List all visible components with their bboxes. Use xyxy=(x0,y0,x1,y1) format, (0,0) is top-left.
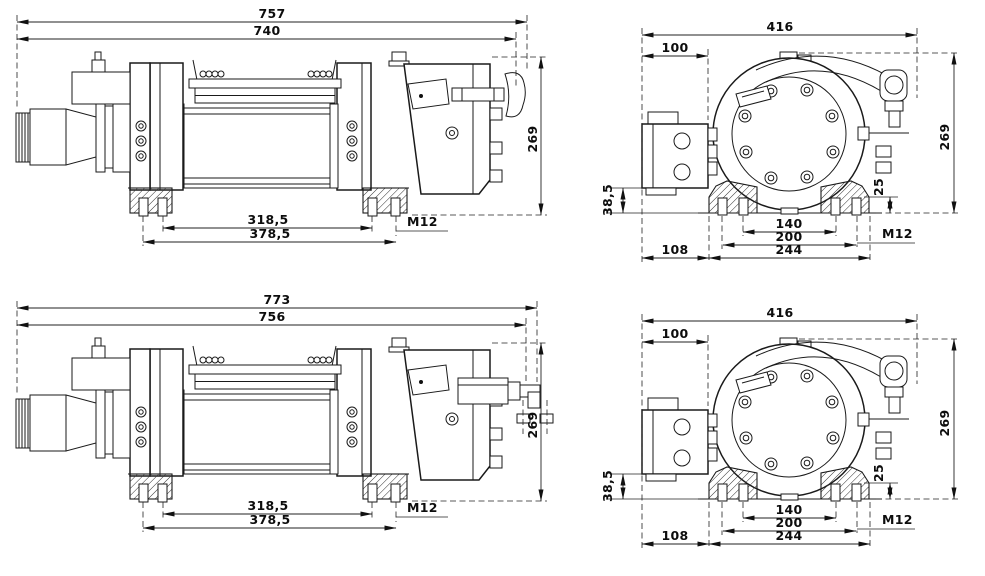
winch-front-drawing xyxy=(641,337,910,502)
dim-label-bolt-thread: M12 xyxy=(882,512,913,527)
dim-label-motor-offset: 108 xyxy=(662,242,689,257)
dim-label-motor-width: 100 xyxy=(662,40,689,55)
dim-label-base-height: 38,5 xyxy=(600,470,615,502)
dim-label-height: 269 xyxy=(937,410,952,437)
dim-label-motor-offset: 108 xyxy=(662,528,689,543)
dim-label-bolt-thread: M12 xyxy=(407,500,438,515)
dim-label-bolt-spacing-inner: 318,5 xyxy=(247,212,288,227)
dim-label-bolt-spacing-inner: 318,5 xyxy=(247,498,288,513)
dim-label-overall-width: 416 xyxy=(767,305,794,320)
dim-label-bolt-spacing-outer: 244 xyxy=(776,528,803,543)
dim-label-bolt-thread: M12 xyxy=(407,214,438,229)
dim-label-overall-length: 757 xyxy=(259,6,286,21)
dim-label-bolt-spacing-mid: 200 xyxy=(776,515,803,530)
dim-label-bolt-spacing-outer: 244 xyxy=(776,242,803,257)
winch-side-drawing xyxy=(15,337,503,503)
dim-label-height: 269 xyxy=(937,124,952,151)
dim-label-height: 269 xyxy=(525,412,540,439)
dim-label-bolt-spacing-inner: 140 xyxy=(776,502,803,517)
dim-label-body-length: 756 xyxy=(259,309,286,324)
dim-label-foot-height: 25 xyxy=(871,464,886,482)
dim-label-bolt-spacing-outer: 378,5 xyxy=(249,226,290,241)
dim-label-motor-width: 100 xyxy=(662,326,689,341)
side-bottom-extra-dims xyxy=(16,301,538,394)
dim-label-overall-width: 416 xyxy=(767,19,794,34)
dim-label-bolt-spacing-outer: 378,5 xyxy=(249,512,290,527)
side-view-bottom: 773 756 269 318,5 378,5 M12 xyxy=(15,292,554,576)
dim-label-foot-height: 25 xyxy=(871,178,886,196)
side-view-top: 757 740 269 318,5 378,5 M12 xyxy=(15,6,560,290)
winch-side-drawing xyxy=(15,51,503,217)
dim-label-bolt-spacing-inner: 140 xyxy=(776,216,803,231)
dim-label-base-height: 38,5 xyxy=(600,184,615,216)
dim-label-bolt-spacing-mid: 200 xyxy=(776,229,803,244)
front-view-top: 416 100 269 38,5 25 140 200 244 108 M12 xyxy=(600,19,985,290)
side-top-extra-dims xyxy=(16,15,528,108)
dim-label-height: 269 xyxy=(525,126,540,153)
winch-front-drawing xyxy=(641,51,910,216)
dim-label-bolt-thread: M12 xyxy=(882,226,913,241)
front-view-bottom: 416 100 269 38,5 25 140 200 244 108 M12 xyxy=(600,305,985,576)
dim-label-overall-length: 773 xyxy=(264,292,291,307)
dim-label-body-length: 740 xyxy=(254,23,281,38)
